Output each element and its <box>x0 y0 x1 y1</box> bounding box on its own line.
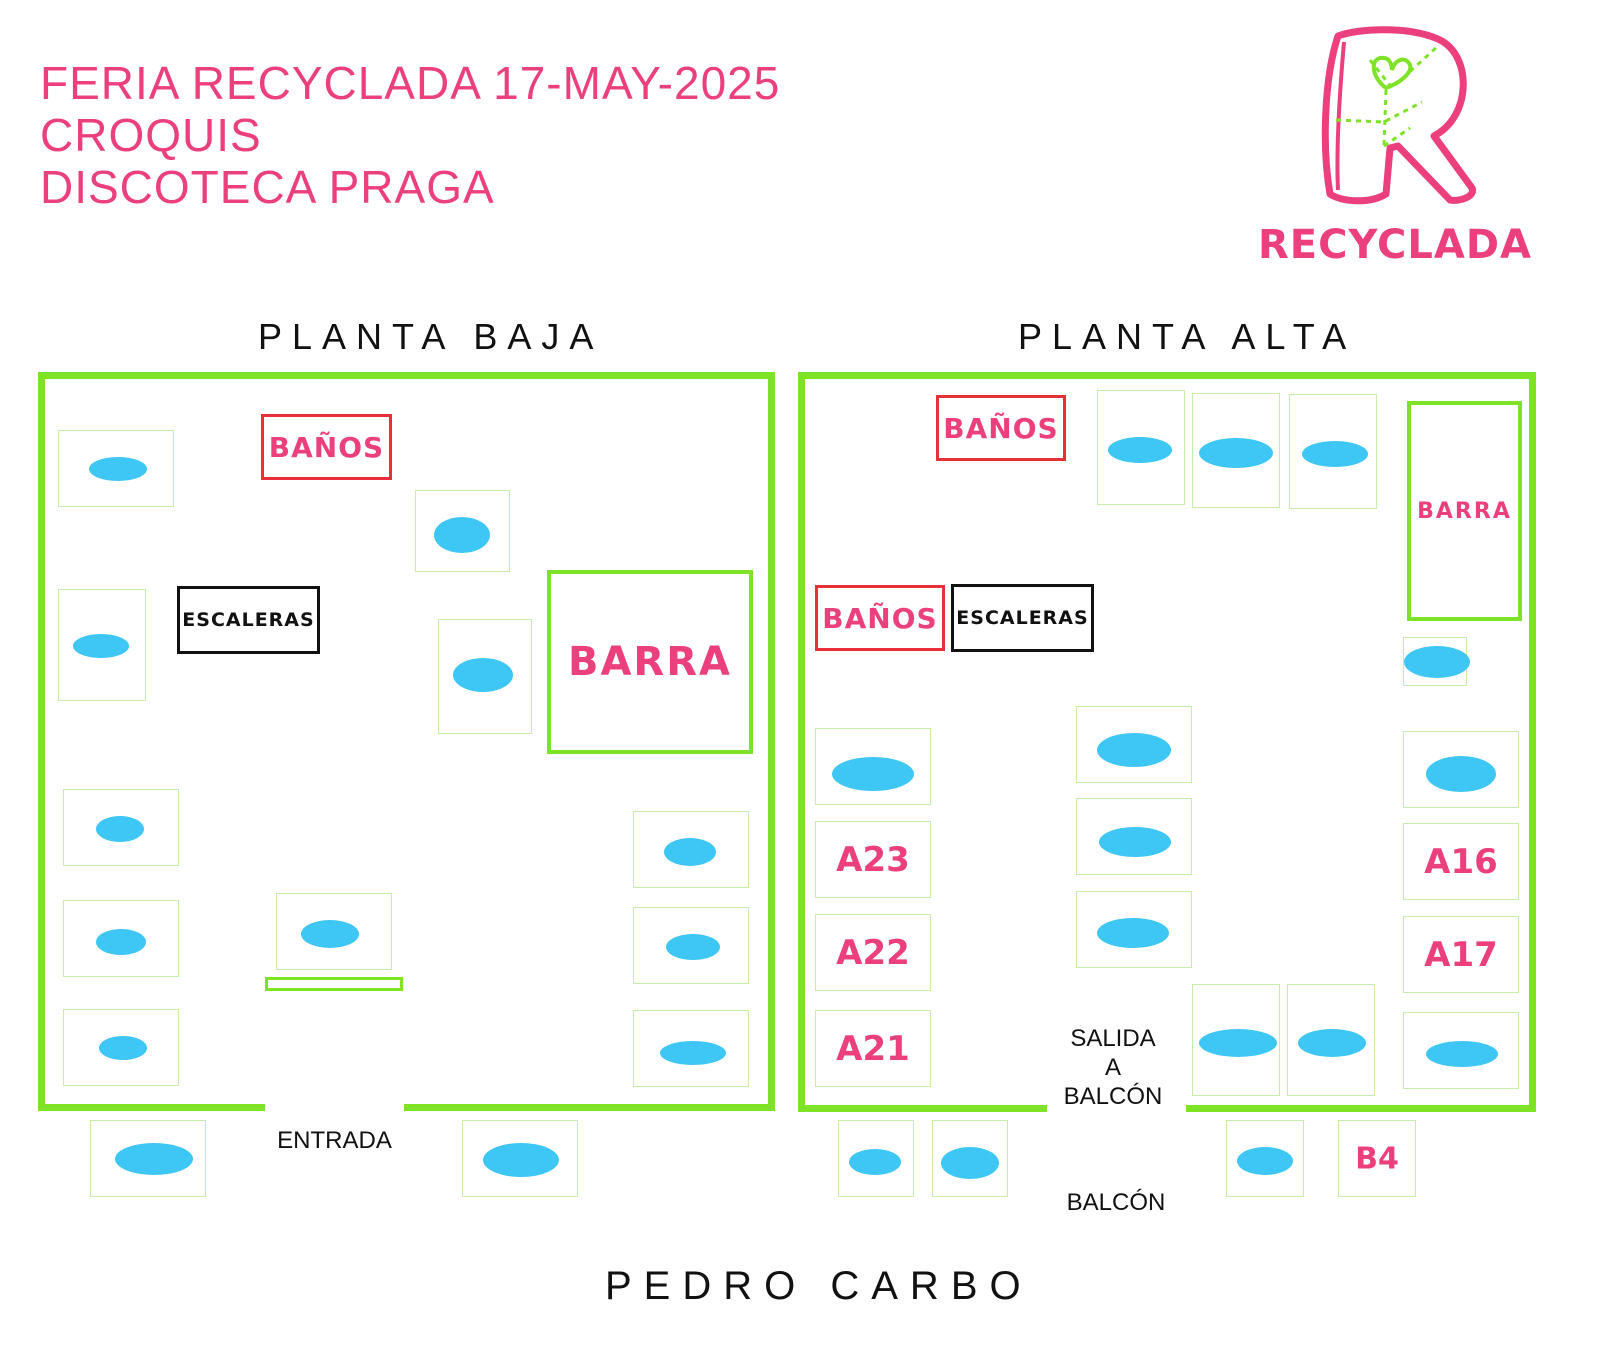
planta-baja-floor <box>38 372 775 1111</box>
stall-label-b4: B4 <box>1355 1141 1399 1176</box>
stall-label-a22: A22 <box>836 932 910 973</box>
redaction-blob <box>660 1041 726 1065</box>
stall <box>1076 891 1192 968</box>
redaction-blob <box>1097 918 1169 948</box>
stall <box>58 430 174 507</box>
stall <box>90 1120 206 1197</box>
barra-box: BARRA <box>1407 401 1522 621</box>
redaction-blob <box>1237 1147 1293 1175</box>
redaction-blob <box>1302 441 1368 467</box>
stall <box>1192 393 1280 508</box>
stall <box>415 490 510 572</box>
stall <box>633 811 749 888</box>
stall <box>1287 984 1375 1096</box>
stall <box>633 1010 749 1087</box>
stall <box>63 1009 179 1086</box>
stall <box>462 1120 578 1197</box>
title-croquis: CROQUIS <box>40 109 262 161</box>
stall-a23: A23 <box>815 821 931 898</box>
banos-top-box: BAÑOS <box>936 395 1066 461</box>
stall-label-a21: A21 <box>836 1028 910 1069</box>
redaction-blob <box>832 757 914 791</box>
entrada-opening <box>265 1098 404 1112</box>
stall-label-a16: A16 <box>1424 841 1498 882</box>
escaleras-box: ESCALERAS <box>951 584 1094 652</box>
stall <box>438 619 532 734</box>
stall <box>633 907 749 984</box>
stall <box>1289 394 1377 509</box>
recyclada-logo <box>1300 18 1500 218</box>
salida-line-2: A <box>1104 1054 1121 1081</box>
redaction-blob <box>1426 1041 1498 1067</box>
planta-baja-title: PLANTA BAJA <box>258 316 604 357</box>
stall <box>276 893 392 970</box>
stall-b4: B4 <box>1338 1120 1416 1197</box>
redaction-blob <box>453 658 513 692</box>
stall <box>1403 731 1519 808</box>
redaction-blob <box>1099 827 1171 857</box>
stall <box>1076 798 1192 875</box>
redaction-blob <box>301 920 359 948</box>
stall-a16: A16 <box>1403 823 1519 900</box>
stall <box>1192 984 1280 1096</box>
redaction-blob <box>666 934 720 960</box>
redaction-blob <box>96 929 146 955</box>
salida-line-1: SALIDA <box>1070 1025 1156 1052</box>
redaction-blob <box>1097 733 1171 767</box>
banos-box: BAÑOS <box>261 414 392 480</box>
redaction-blob <box>1404 646 1470 678</box>
banos-mid-box: BAÑOS <box>815 585 945 651</box>
redaction-blob <box>1298 1029 1366 1057</box>
salida-balcon-label: SALIDA A BALCÓN <box>1050 1024 1176 1111</box>
stall-label-a23: A23 <box>836 839 910 880</box>
stall <box>1403 1012 1519 1089</box>
salida-line-3: BALCÓN <box>1063 1083 1163 1110</box>
redaction-blob <box>1199 1029 1277 1057</box>
redaction-blob <box>941 1147 999 1179</box>
escaleras-box: ESCALERAS <box>177 586 320 654</box>
redaction-blob <box>1426 756 1496 792</box>
redaction-blob <box>89 457 147 481</box>
title-venue: DISCOTECA PRAGA <box>40 161 495 213</box>
redaction-blob <box>115 1143 193 1175</box>
logo-text: RECYCLADA <box>1258 222 1532 268</box>
stall-a17: A17 <box>1403 916 1519 993</box>
redaction-blob <box>434 517 490 553</box>
stall <box>932 1120 1008 1197</box>
entrada-label: ENTRADA <box>277 1127 392 1154</box>
redaction-blob <box>99 1036 147 1060</box>
stall-a22: A22 <box>815 914 931 991</box>
redaction-blob <box>664 838 716 866</box>
stall <box>1226 1120 1304 1197</box>
stall <box>63 789 179 866</box>
stall <box>815 728 931 805</box>
barra-box: BARRA <box>547 570 753 754</box>
stall <box>1403 637 1470 686</box>
stall <box>1076 706 1192 783</box>
redaction-blob <box>73 634 129 658</box>
planta-alta-title: PLANTA ALTA <box>1018 316 1357 357</box>
balcon-label: BALCÓN <box>1066 1189 1166 1216</box>
redaction-blob <box>1108 437 1172 463</box>
balcon-opening <box>1047 1099 1186 1113</box>
title-event: FERIA RECYCLADA 17-MAY-2025 <box>40 57 781 109</box>
stall-a21: A21 <box>815 1010 931 1087</box>
stall <box>838 1120 914 1197</box>
stall-label-a17: A17 <box>1424 934 1498 975</box>
redaction-blob <box>96 816 144 842</box>
redaction-blob <box>483 1143 559 1177</box>
redaction-blob <box>849 1149 901 1175</box>
redaction-blob <box>1199 438 1273 468</box>
street-name: PEDRO CARBO <box>605 1264 1033 1308</box>
stall <box>63 900 179 977</box>
logo-r-icon <box>1321 26 1477 205</box>
mesa-bar <box>265 977 403 991</box>
stall <box>58 589 146 701</box>
stall <box>1097 390 1185 505</box>
